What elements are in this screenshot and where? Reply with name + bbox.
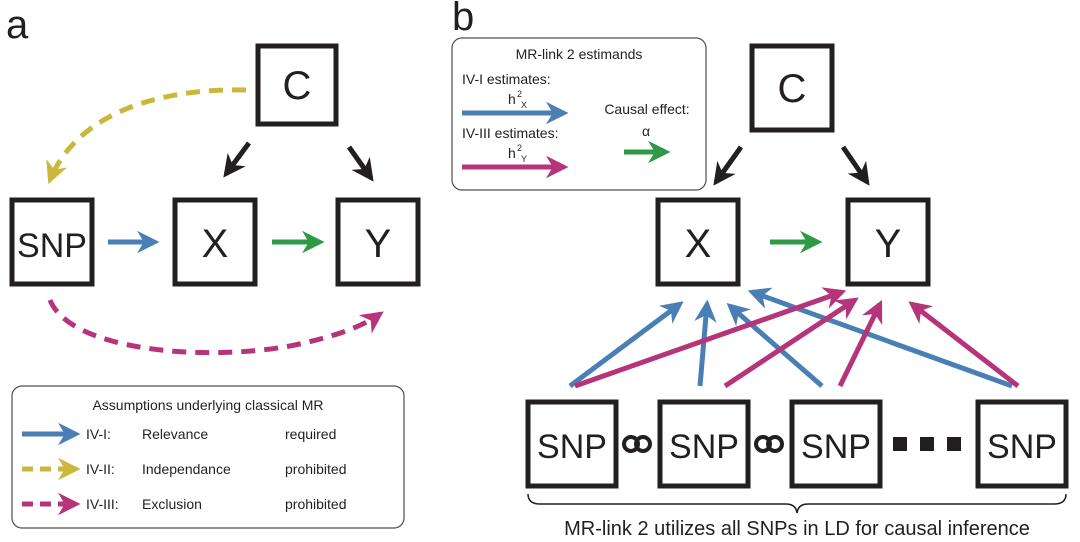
node-y-a: Y bbox=[335, 197, 421, 287]
arrow-snp4-to-x bbox=[747, 287, 1013, 389]
legend-a-id: IV-II: bbox=[86, 461, 115, 477]
arrow-snp1-to-y bbox=[574, 287, 847, 389]
node-snp1-b: SNP bbox=[525, 399, 619, 489]
legend-b-causal-symbol: α bbox=[642, 123, 650, 139]
arrow-independance-a bbox=[46, 87, 247, 185]
legend-a-id: IV-III: bbox=[86, 496, 119, 512]
legend-a-status: required bbox=[285, 426, 336, 442]
svg-text:h: h bbox=[508, 91, 516, 107]
arrow-snp2-to-y bbox=[723, 297, 859, 389]
arrow-c-to-x-b bbox=[713, 145, 744, 186]
panel-b: b C X Y MR-link 2 estimands IV-I estimat… bbox=[451, 0, 1069, 540]
legend-a-title: Assumptions underlying classical MR bbox=[92, 397, 323, 413]
node-snp-a-label: SNP bbox=[17, 227, 87, 265]
svg-text:2: 2 bbox=[517, 89, 522, 99]
node-c-a: C bbox=[255, 43, 339, 127]
legend-b-iv3-label: IV-III estimates: bbox=[462, 125, 558, 141]
ld-link-icon bbox=[622, 435, 652, 453]
arrow-c-to-y-a bbox=[346, 145, 374, 182]
arrow-c-to-x-a bbox=[223, 141, 252, 178]
node-y-a-label: Y bbox=[365, 222, 392, 266]
arrow-snp3-to-x bbox=[726, 303, 824, 388]
legend-b-iv1-label: IV-I estimates: bbox=[462, 71, 551, 87]
legend-b-causal-label: Causal effect: bbox=[604, 101, 689, 117]
legend-a-row-iv2: IV-II: Independance prohibited bbox=[22, 457, 347, 481]
legend-a-row-iv3: IV-III: Exclusion prohibited bbox=[22, 492, 347, 516]
svg-text:Y: Y bbox=[521, 154, 527, 164]
legend-a-row-iv1: IV-I: Relevance required bbox=[22, 422, 336, 446]
arrow-snp4-to-y bbox=[908, 301, 1020, 388]
panel-b-letter: b bbox=[452, 0, 474, 39]
node-c-a-label: C bbox=[283, 64, 312, 108]
legend-a-status: prohibited bbox=[285, 461, 347, 477]
node-snp3-b-label: SNP bbox=[801, 428, 871, 466]
node-snp1-b-label: SNP bbox=[537, 428, 607, 466]
legend-b-iv3-symbol: h 2 Y bbox=[508, 143, 527, 164]
node-x-a: X bbox=[172, 197, 258, 287]
arrow-c-to-y-b bbox=[840, 145, 870, 186]
svg-text:X: X bbox=[521, 100, 527, 110]
legend-b-iv1-symbol: h 2 X bbox=[508, 89, 527, 110]
ellipsis-icon bbox=[893, 437, 961, 451]
legend-a-status: prohibited bbox=[285, 496, 347, 512]
legend-a-id: IV-I: bbox=[86, 426, 111, 442]
node-snp2-b: SNP bbox=[657, 399, 751, 489]
arrow-snp2-to-x bbox=[694, 299, 717, 387]
node-snp4-b: SNP bbox=[975, 399, 1069, 489]
node-c-b-label: C bbox=[778, 67, 807, 111]
node-snp3-b: SNP bbox=[789, 399, 883, 489]
node-c-b: C bbox=[749, 43, 835, 133]
panel-a: a C SNP X Y Assumptions underlying class… bbox=[6, 3, 421, 529]
legend-b-title: MR-link 2 estimands bbox=[516, 46, 643, 62]
node-x-b: X bbox=[655, 197, 741, 287]
legend-b: MR-link 2 estimands IV-I estimates: h 2 … bbox=[451, 37, 707, 191]
node-snp4-b-label: SNP bbox=[987, 428, 1057, 466]
legend-a: Assumptions underlying classical MR IV-I… bbox=[11, 385, 405, 529]
arrow-snp3-to-y bbox=[837, 299, 883, 388]
node-y-b-label: Y bbox=[875, 222, 902, 266]
node-y-b: Y bbox=[845, 197, 931, 287]
arrow-exclusion-a bbox=[47, 298, 384, 356]
panel-b-caption: MR-link 2 utilizes all SNPs in LD for ca… bbox=[564, 518, 1030, 540]
legend-a-name: Relevance bbox=[142, 426, 208, 442]
arrow-snp1-to-x bbox=[568, 301, 684, 389]
svg-text:2: 2 bbox=[517, 143, 522, 153]
node-snp-a: SNP bbox=[9, 197, 95, 287]
legend-a-name: Exclusion bbox=[142, 496, 202, 512]
node-snp2-b-label: SNP bbox=[669, 428, 739, 466]
node-x-a-label: X bbox=[202, 222, 229, 266]
brace-icon bbox=[527, 493, 1067, 514]
legend-a-name: Independance bbox=[142, 461, 231, 477]
svg-text:h: h bbox=[508, 145, 516, 161]
ld-link-icon bbox=[754, 435, 784, 453]
node-x-b-label: X bbox=[685, 222, 712, 266]
panel-a-letter: a bbox=[6, 3, 29, 47]
